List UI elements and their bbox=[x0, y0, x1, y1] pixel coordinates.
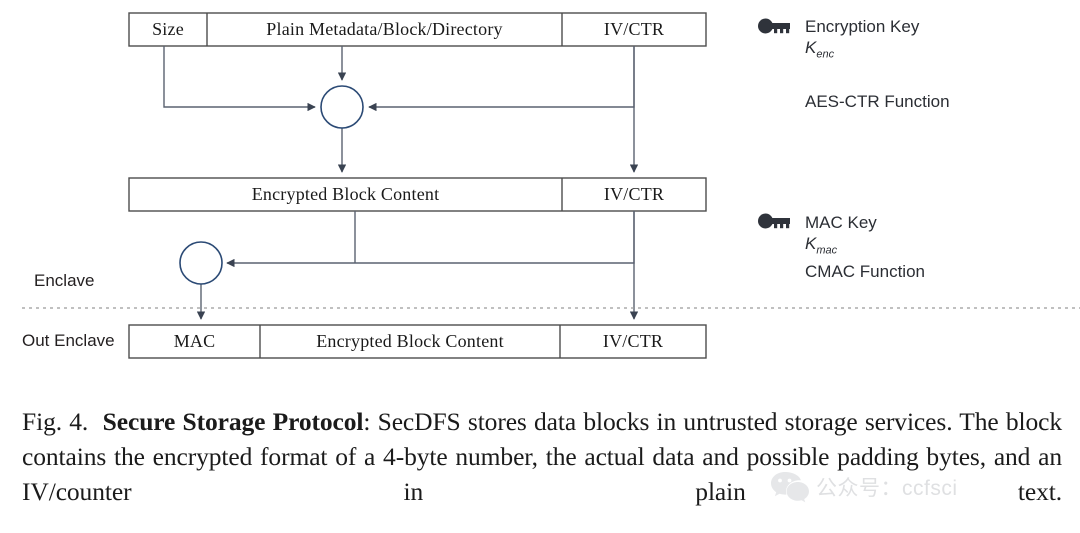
connector-lines-encrypt bbox=[163, 46, 639, 173]
caption-bold-title: Secure Storage Protocol bbox=[102, 407, 364, 436]
legend-mac-key-symbol-base: K bbox=[805, 234, 817, 253]
top-row-boxes bbox=[128, 12, 707, 47]
legend-aes-ctr-function-label: AES-CTR Function bbox=[805, 92, 950, 111]
mac-operator-node bbox=[179, 241, 223, 285]
legend-mac-key-symbol: Kmac bbox=[805, 233, 925, 261]
legend-encryption-key-symbol-base: K bbox=[805, 38, 817, 57]
xor-operator-node bbox=[320, 85, 364, 129]
key-icon bbox=[758, 213, 790, 229]
key-icon bbox=[758, 18, 790, 34]
bottom-row-boxes bbox=[128, 324, 707, 359]
caption-body: : SecDFS stores data blocks in untrusted… bbox=[22, 407, 1062, 506]
legend-mac-key-title: MAC Key bbox=[805, 213, 877, 232]
legend-encryption-key-symbol-sub: enc bbox=[816, 48, 835, 61]
connector-lines-mac bbox=[196, 211, 639, 320]
legend-aes-ctr-function: AES-CTR Function bbox=[805, 91, 950, 112]
figure-caption: Fig. 4. Secure Storage Protocol: SecDFS … bbox=[22, 404, 1062, 509]
legend-encryption-key: Encryption Key Kenc bbox=[805, 16, 919, 65]
legend-mac-key-symbol-sub: mac bbox=[816, 244, 838, 257]
secure-storage-protocol-diagram bbox=[22, 12, 1080, 359]
legend-encryption-key-symbol: Kenc bbox=[805, 37, 919, 65]
legend-mac-key: MAC Key Kmac CMAC Function bbox=[805, 212, 925, 282]
enclave-label-inside: Enclave bbox=[34, 271, 95, 290]
caption-figure-number: Fig. 4. bbox=[22, 407, 89, 436]
middle-row-boxes bbox=[128, 177, 707, 212]
enclave-label-outside: Out Enclave bbox=[22, 331, 115, 350]
legend-cmac-function-label: CMAC Function bbox=[805, 262, 925, 282]
legend-encryption-key-title: Encryption Key bbox=[805, 17, 920, 36]
